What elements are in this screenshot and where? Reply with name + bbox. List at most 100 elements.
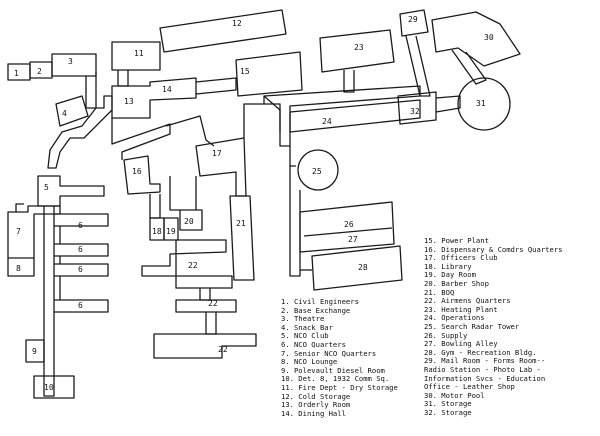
building-20 — [179, 209, 203, 231]
label-24: 24 — [322, 117, 332, 126]
label-1: 1 — [14, 69, 19, 78]
legend-item: 8. NCO Lounge — [281, 357, 338, 367]
corridor-23 — [343, 70, 355, 93]
label-22c: 22 — [218, 345, 228, 354]
legend-left: 1. Civil Engineers 2. Base Exchange 3. T… — [281, 297, 398, 418]
corridor-20 — [169, 176, 197, 211]
legend-item: 23. Heating Plant — [424, 304, 498, 314]
legend-item: 27. Bowling Alley — [424, 339, 498, 349]
legend-item: 30. Motor Pool — [424, 390, 485, 400]
building-11 — [111, 41, 161, 71]
building-28 — [311, 245, 403, 291]
label-19: 19 — [166, 227, 176, 236]
corridor-13-south — [111, 118, 171, 160]
building-4 — [55, 95, 89, 127]
corridor-16-18 — [149, 194, 161, 219]
legend-item: 7. Senior NCO Quarters — [281, 348, 377, 358]
label-20: 20 — [184, 217, 194, 226]
legend-item: 5. NCO Club — [281, 331, 329, 341]
label-11: 11 — [134, 49, 144, 58]
legend-item: 26. Supply — [424, 330, 468, 340]
label-8: 8 — [16, 264, 21, 273]
label-18: 18 — [152, 227, 162, 236]
label-14: 14 — [162, 85, 172, 94]
legend-item: 10. Det. 8, 1932 Comm Sq. — [281, 374, 390, 384]
corridor-25 — [289, 146, 296, 167]
corridor-26-28 — [289, 166, 301, 277]
label-3: 3 — [68, 57, 73, 66]
building-3 — [51, 53, 97, 77]
label-32: 32 — [410, 107, 420, 116]
legend-item: 22. Airmens Quarters — [424, 296, 511, 306]
building-6-c — [54, 263, 109, 277]
label-15: 15 — [240, 67, 250, 76]
corridor-14-17 — [165, 115, 215, 147]
building-24 — [289, 99, 421, 133]
building-25-radar-tower — [297, 149, 339, 191]
corridor-30 — [451, 49, 487, 85]
label-21: 21 — [236, 219, 246, 228]
building-23 — [319, 29, 395, 73]
legend-item: 19. Day Room — [424, 270, 476, 280]
label-30: 30 — [484, 33, 494, 42]
corridor-29 — [405, 35, 431, 97]
building-22-a — [141, 239, 233, 289]
legend-item: 28. Gym - Recreation Bldg. — [424, 347, 537, 357]
corridor-21 — [243, 95, 281, 138]
corridor-11-13 — [117, 70, 129, 87]
legend-item: 15. Power Plant — [424, 236, 489, 245]
legend-item: 12. Cold Storage — [281, 391, 351, 401]
legend-item: 1. Civil Engineers — [281, 297, 359, 306]
legend-item: 20. Barber Shop — [424, 278, 489, 288]
legend-item: Information Svcs - Education — [424, 373, 546, 383]
building-15 — [235, 51, 303, 97]
label-26: 26 — [344, 220, 354, 229]
building-7-8 — [7, 205, 61, 277]
legend-item: 17. Officers Club — [424, 253, 498, 263]
legend-item: Radio Station - Photo Lab - — [424, 364, 541, 374]
legend-item: 13. Orderly Room — [281, 400, 351, 410]
building-17 — [195, 137, 247, 197]
legend-item: 3. Theatre — [281, 314, 325, 324]
label-17: 17 — [212, 149, 222, 158]
label-6c: 6 — [78, 265, 83, 274]
corridor-14-15 — [195, 77, 237, 95]
label-6d: 6 — [78, 301, 83, 310]
building-6-b — [54, 243, 109, 257]
label-6b: 6 — [78, 245, 83, 254]
building-9 — [25, 339, 45, 363]
legend-item: 14. Dining Hall — [281, 408, 346, 418]
building-7-connector — [15, 203, 24, 212]
building-6-a — [54, 213, 109, 227]
label-5: 5 — [44, 183, 49, 192]
legend-item: 31. Storage — [424, 399, 472, 409]
label-7: 7 — [16, 227, 21, 236]
building-19 — [163, 217, 179, 241]
building-12 — [159, 9, 287, 53]
legend-item: 18. Library — [424, 261, 472, 271]
legend-item: 29. Mail Room - Forms Room-- — [424, 356, 546, 366]
legend-right: 15. Power Plant 16. Dispensary & Comdrs … — [424, 236, 562, 417]
label-13: 13 — [124, 97, 134, 106]
building-26-27-divider — [303, 227, 393, 237]
corridor-west-spine — [43, 206, 55, 397]
legend-item: 25. Search Radar Tower — [424, 321, 520, 331]
building-10 — [33, 375, 75, 399]
legend-item: Office - Leather Shop — [424, 382, 515, 392]
corridor-3 — [85, 72, 97, 109]
building-31-storage — [457, 77, 511, 131]
building-26-27 — [299, 201, 395, 253]
legend-item: 24. Operations — [424, 313, 485, 323]
legend-item: 2. Base Exchange — [281, 305, 351, 315]
building-6-d — [54, 299, 109, 313]
legend-item: 21. BOQ — [424, 287, 455, 297]
building-32 — [397, 91, 437, 125]
label-6a: 6 — [78, 221, 83, 230]
label-22a: 22 — [188, 261, 198, 270]
building-1 — [7, 63, 31, 81]
label-10: 10 — [44, 383, 54, 392]
label-4: 4 — [62, 109, 67, 118]
label-28: 28 — [358, 263, 368, 272]
label-16: 16 — [132, 167, 142, 176]
